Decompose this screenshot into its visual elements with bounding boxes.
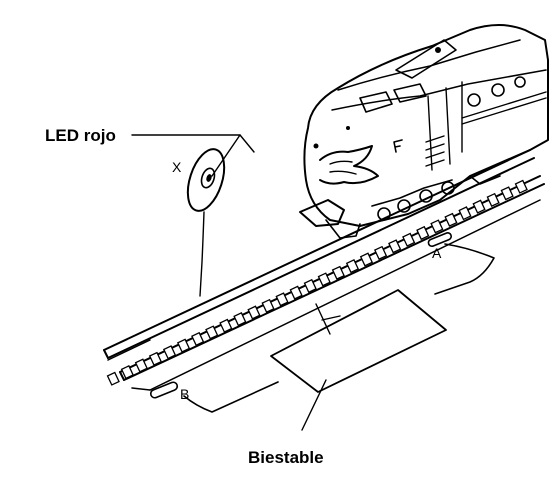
- track-sleeper: [106, 371, 120, 386]
- bistable-leader-line: [301, 379, 327, 431]
- track-sleeper: [289, 285, 303, 300]
- wires: [183, 211, 495, 413]
- track-sleeper: [444, 212, 458, 227]
- contact-a-label: A: [432, 245, 442, 261]
- locomotive: [299, 24, 549, 239]
- track-sleeper: [388, 239, 402, 254]
- track-sleeper: [247, 305, 261, 320]
- led-leader-lines: [131, 134, 255, 177]
- track-sleeper: [120, 365, 134, 380]
- track-sleeper: [148, 351, 163, 366]
- red-led: [186, 148, 226, 212]
- track-sleeper: [134, 358, 148, 373]
- track-sleeper: [219, 318, 233, 333]
- track-sleeper: [317, 272, 331, 287]
- track-sleeper: [472, 199, 486, 214]
- track-sleeper: [373, 245, 388, 261]
- track-sleeper: [261, 298, 275, 314]
- track-sleeper: [430, 219, 444, 234]
- bistable-module: [270, 289, 447, 393]
- track-sleeper: [162, 345, 177, 360]
- x-label: X: [172, 159, 182, 175]
- contact-b: [149, 381, 179, 399]
- contact-b-label: B: [180, 386, 189, 402]
- track-sleeper: [233, 312, 247, 327]
- track-sleeper: [345, 259, 360, 274]
- track-sleeper: [176, 338, 191, 353]
- track-sleeper: [416, 225, 430, 241]
- track-sleeper: [359, 252, 374, 267]
- contact-a: [427, 232, 452, 248]
- track-sleeper: [402, 232, 416, 247]
- bistable-label: Biestable: [248, 448, 324, 467]
- track-sleeper: [500, 186, 514, 201]
- track-sleeper: [331, 265, 345, 280]
- track-sleepers: [106, 179, 528, 386]
- track-sleeper: [486, 192, 500, 208]
- model-railway-track: [103, 149, 545, 391]
- track-sleeper: [303, 278, 317, 294]
- led-label: LED rojo: [45, 126, 116, 145]
- track-sleeper: [514, 179, 528, 194]
- track-sleeper: [205, 325, 219, 340]
- track-sleeper: [191, 331, 205, 347]
- track-sleeper: [275, 292, 289, 307]
- track-sleeper: [458, 206, 472, 221]
